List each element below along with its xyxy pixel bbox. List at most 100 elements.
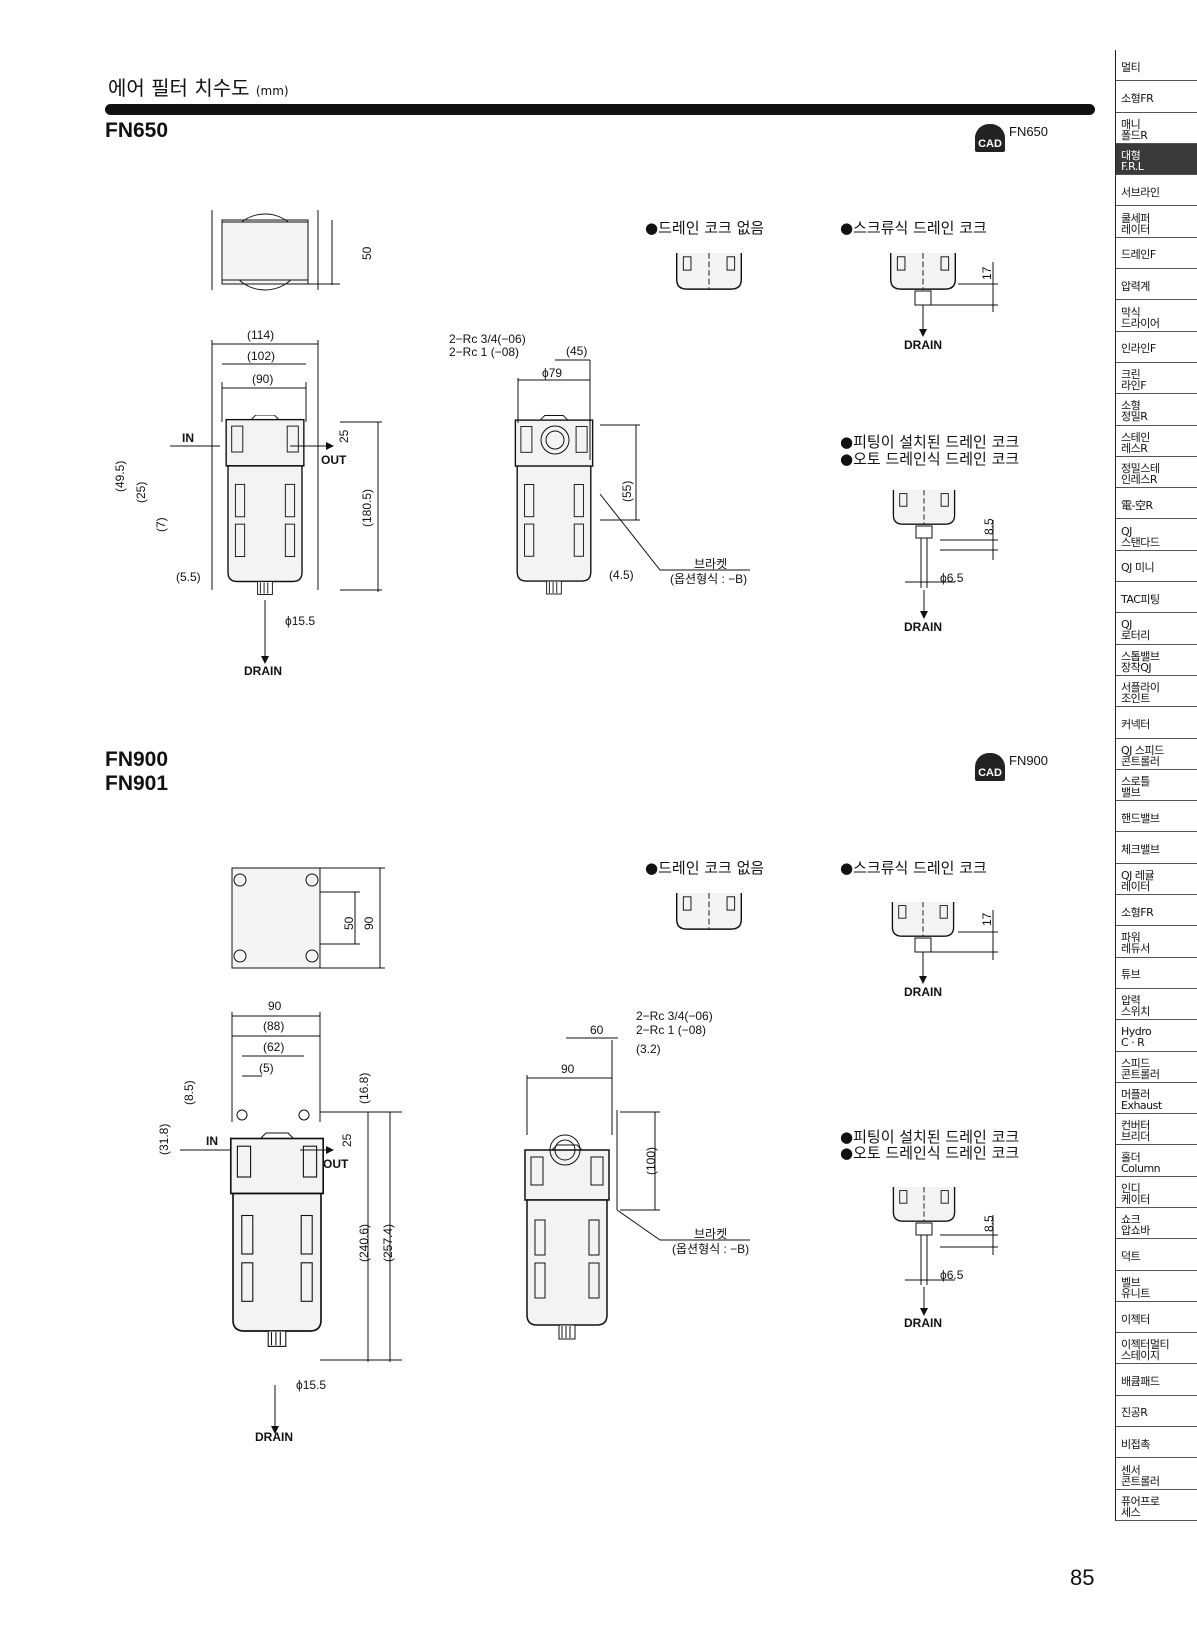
sidebar-tab-label: QJ 스탠다드: [1121, 524, 1160, 549]
sidebar-tab[interactable]: 컨버터 브리더: [1116, 1114, 1197, 1146]
dim-label: (31.8): [157, 1123, 171, 1155]
sidebar-tab[interactable]: 센서 콘트롤러: [1116, 1458, 1197, 1490]
dim-label: 17: [980, 912, 994, 926]
sidebar-tab[interactable]: TAC피팅: [1116, 582, 1197, 614]
bracket-option-label: (옵션형식 : −B): [670, 572, 748, 586]
dim-label: 17: [980, 266, 994, 280]
sidebar-tab-label: 머플러 Exhaust: [1121, 1087, 1162, 1112]
dim-label: (16.8): [357, 1072, 371, 1104]
sidebar-tab[interactable]: 소형FR: [1116, 81, 1197, 113]
sidebar-tab[interactable]: 드레인F: [1116, 238, 1197, 270]
sidebar-tab[interactable]: 머플러 Exhaust: [1116, 1083, 1197, 1115]
sidebar-tab[interactable]: 스피드 콘트롤러: [1116, 1052, 1197, 1083]
sidebar-tab[interactable]: 서브라인: [1116, 175, 1197, 207]
dim-label: (240.6): [357, 1223, 371, 1262]
dim-label: (5): [259, 1061, 274, 1075]
in-label: IN: [206, 1134, 218, 1148]
sidebar-tab[interactable]: 막식 드라이어: [1116, 300, 1197, 332]
unit-label: (mm): [255, 84, 289, 98]
sidebar-tab-label: 스로틀 밸브: [1121, 774, 1150, 799]
sidebar-tab-label: 압력계: [1121, 279, 1150, 293]
drain-option-screw: ●스크류식 드레인 코크: [840, 859, 987, 877]
sidebar-tab-label: 대형 F.R.L: [1121, 149, 1144, 174]
sidebar-tab-label: Hydro C · R: [1121, 1025, 1152, 1050]
sidebar-tab[interactable]: 정밀스테 인레스R: [1116, 457, 1197, 489]
sidebar-tab-label: 덕트: [1121, 1249, 1141, 1263]
sidebar-tab-label: 스피드 콘트롤러: [1121, 1056, 1160, 1081]
sidebar-tab[interactable]: 매니 폴드R: [1116, 113, 1197, 144]
cad-link[interactable]: FN900: [1009, 753, 1049, 768]
dim-label: (102): [247, 349, 276, 363]
sidebar-tab[interactable]: 핸드밸브: [1116, 801, 1197, 833]
sidebar-tab[interactable]: 덕트: [1116, 1239, 1197, 1271]
cad-icon[interactable]: CAD: [975, 753, 1005, 781]
sidebar-tab[interactable]: QJ 스피드 콘트롤러: [1116, 739, 1197, 770]
page-title: 에어 필터 치수도 (mm): [108, 72, 289, 101]
sidebar-tab[interactable]: 스테인 레스R: [1116, 426, 1197, 457]
sidebar-tab[interactable]: QJ 미니: [1116, 551, 1197, 583]
sidebar-tab-label: 드레인F: [1121, 248, 1156, 262]
in-label: IN: [182, 431, 194, 445]
sidebar-tab[interactable]: 진공R: [1116, 1396, 1197, 1428]
drain-label: DRAIN: [255, 1430, 293, 1444]
sidebar-tab[interactable]: 배큠패드: [1116, 1364, 1197, 1396]
sidebar-tab[interactable]: 소형FR: [1116, 895, 1197, 927]
sidebar-tab-label: 크린 라인F: [1121, 368, 1147, 393]
sidebar-tab-label: 쇼크 압쇼바: [1121, 1213, 1150, 1238]
bracket-label: 브라켓: [694, 1227, 728, 1241]
sidebar-tab[interactable]: 비접촉: [1116, 1427, 1197, 1459]
sidebar-tab[interactable]: 벨브 유니트: [1116, 1271, 1197, 1302]
dim-label: 25: [337, 429, 351, 443]
sidebar-tab[interactable]: 쿨세퍼 레이터: [1116, 206, 1197, 238]
sidebar-tab[interactable]: 압력 스위치: [1116, 989, 1197, 1021]
sidebar-tab[interactable]: 스톱밸브 장착QJ: [1116, 645, 1197, 676]
sidebar-tab[interactable]: 대형 F.R.L: [1116, 143, 1197, 176]
dim-label: (3.2): [636, 1042, 661, 1056]
sidebar-tab[interactable]: QJ 로터리: [1116, 613, 1197, 645]
sidebar-tab[interactable]: 소형 정밀R: [1116, 394, 1197, 426]
sidebar-tab[interactable]: 체크밸브: [1116, 832, 1197, 864]
sidebar-tab-label: 비접촉: [1121, 1437, 1150, 1451]
cad-link[interactable]: FN650: [1009, 124, 1049, 139]
sidebar-tab[interactable]: 압력계: [1116, 269, 1197, 301]
sidebar-tab[interactable]: 크린 라인F: [1116, 363, 1197, 395]
title-rule: [105, 104, 1095, 115]
sidebar-tab-label: 스테인 레스R: [1121, 430, 1150, 455]
dim-label: (25): [134, 481, 148, 503]
sidebar-tab[interactable]: 스로틀 밸브: [1116, 770, 1197, 802]
dim-label: (49.5): [113, 460, 127, 492]
dim-label: (100): [644, 1146, 658, 1175]
cad-icon[interactable]: CAD: [975, 124, 1005, 152]
sidebar-tab[interactable]: 퓨어프로 세스: [1116, 1490, 1197, 1521]
sidebar-tab[interactable]: 파워 레듀서: [1116, 926, 1197, 958]
dim-label: ϕ15.5: [285, 614, 316, 628]
dim-label: (90): [252, 372, 274, 386]
sidebar-tab[interactable]: 이젝터멀티 스테이지: [1116, 1333, 1197, 1365]
sidebar-tab[interactable]: 튜브: [1116, 958, 1197, 989]
sidebar-tab-label: 퓨어프로 세스: [1121, 1494, 1160, 1519]
sidebar-tab[interactable]: 인디 케이터: [1116, 1177, 1197, 1208]
sidebar-tab-label: QJ 로터리: [1121, 618, 1150, 643]
sidebar-tab[interactable]: Hydro C · R: [1116, 1020, 1197, 1052]
dim-label: 90: [268, 999, 282, 1013]
sidebar-tab-label: 막식 드라이어: [1121, 305, 1160, 330]
dim-label: ϕ6.5: [940, 571, 964, 585]
dim-label: 8.5: [982, 518, 996, 535]
model-title: FN650: [105, 119, 169, 142]
sidebar-tab[interactable]: 멀티: [1116, 50, 1197, 82]
sidebar-tab-label: 튜브: [1121, 968, 1141, 982]
sidebar-tab[interactable]: 커넥터: [1116, 707, 1197, 739]
sidebar-tab[interactable]: 인라인F: [1116, 332, 1197, 363]
dim-label: ϕ15.5: [296, 1378, 327, 1392]
sidebar-tab[interactable]: QJ 레귤 레이터: [1116, 864, 1197, 896]
dim-label: (257.4): [381, 1223, 395, 1262]
sidebar-tab[interactable]: 쇼크 압쇼바: [1116, 1208, 1197, 1240]
sidebar-tab[interactable]: 電-空R: [1116, 488, 1197, 520]
sidebar-tab[interactable]: 이젝터: [1116, 1302, 1197, 1334]
drain-option-auto: ●오토 드레인식 드레인 코크: [840, 1144, 1020, 1162]
sidebar-tab-label: 컨버터 브리더: [1121, 1119, 1150, 1144]
sidebar-tab[interactable]: 홀더 Column: [1116, 1145, 1197, 1177]
sidebar-tab[interactable]: 서플라이 조인트: [1116, 676, 1197, 708]
sidebar-tab[interactable]: QJ 스탠다드: [1116, 519, 1197, 551]
